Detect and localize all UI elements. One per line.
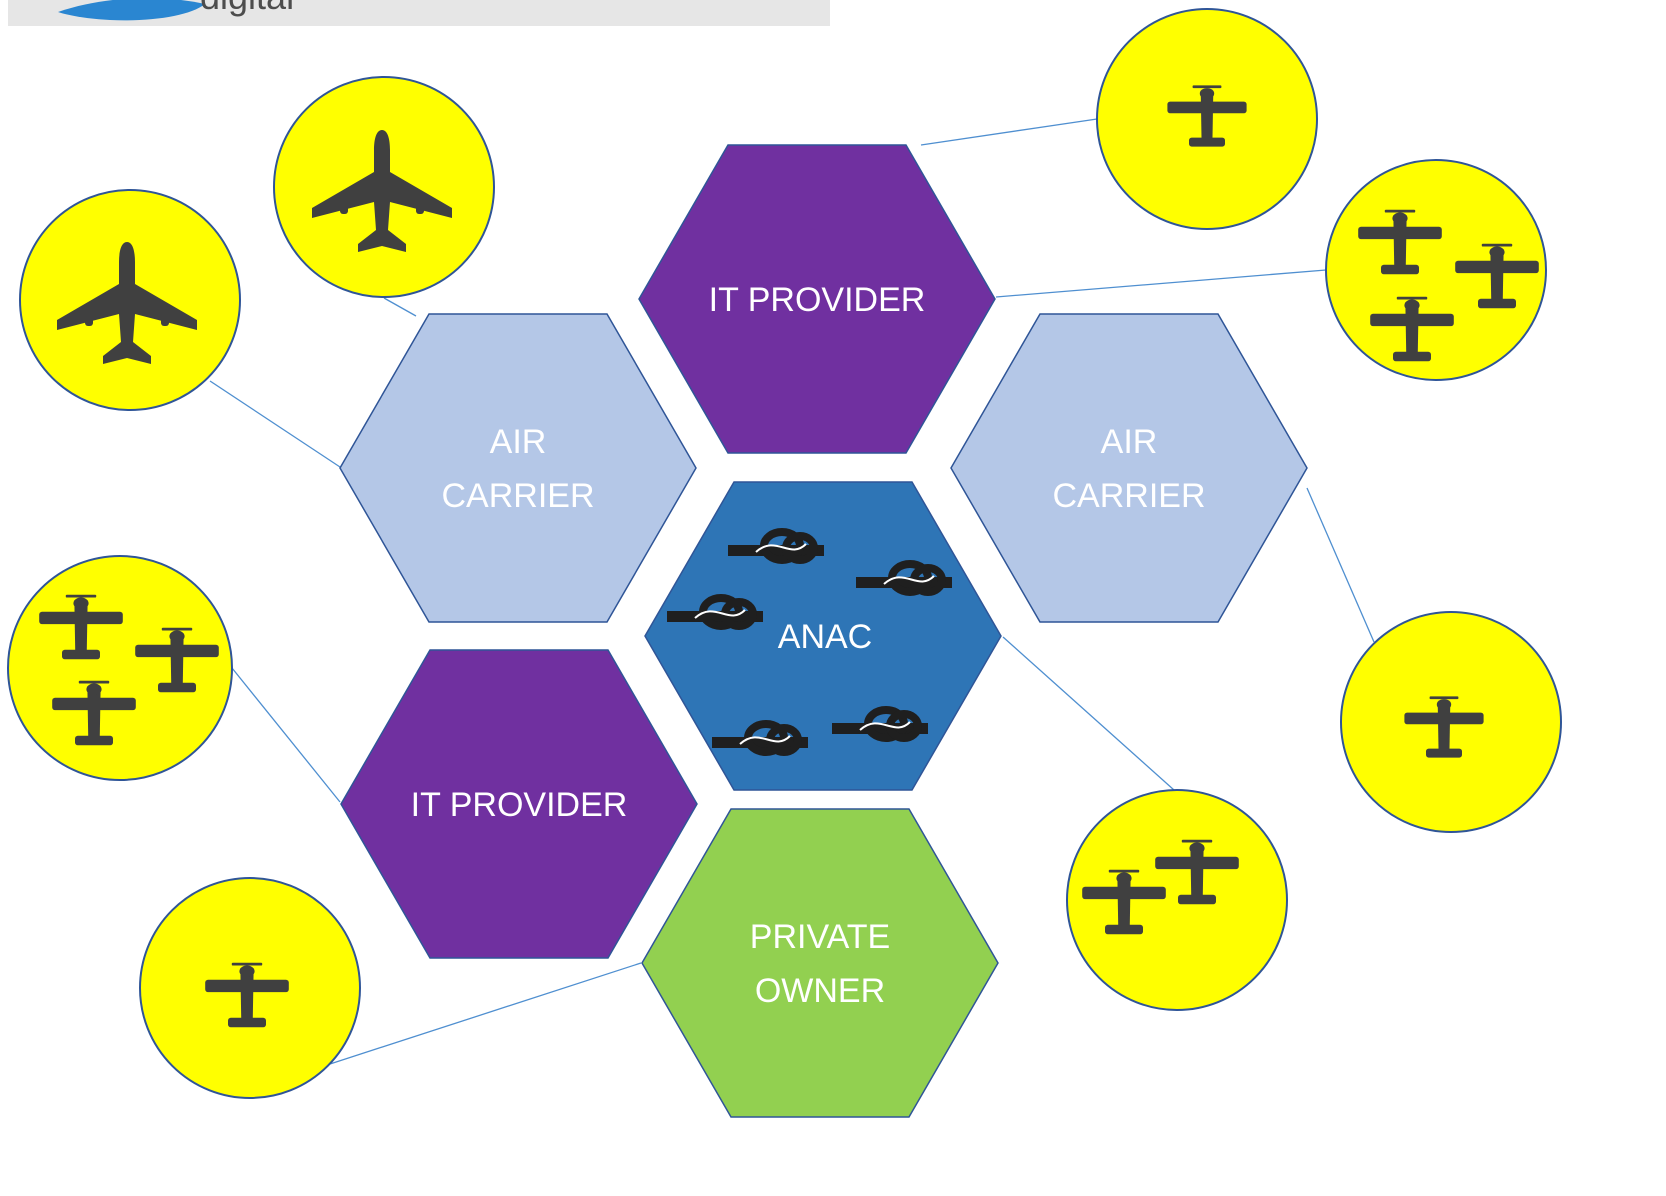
hexagon-label: CARRIER — [1052, 477, 1205, 515]
hexagon-label: AIR — [490, 423, 547, 461]
hexagon-anac: ANAC — [644, 481, 1002, 791]
aircraft-node-prop-top-right — [1096, 8, 1318, 230]
aircraft-node-props-bottom-right-two — [1066, 789, 1288, 1011]
aircraft-nodes — [7, 8, 1562, 1099]
hexagon-shape — [950, 313, 1308, 623]
link-line — [383, 297, 417, 317]
aircraft-node-jet-left — [19, 189, 241, 411]
hexagon-shape — [641, 808, 999, 1118]
hexagon-label: IT PROVIDER — [709, 281, 926, 319]
aircraft-node-props-right-three — [1325, 159, 1547, 381]
hexagon-shape — [638, 144, 996, 454]
hexagon-shape — [340, 649, 698, 959]
link-line — [920, 118, 1098, 146]
link-line — [995, 269, 1327, 298]
hexagon-cluster: IT PROVIDER AIR CARRIER AIR CARRIER ANAC IT PR… — [339, 144, 1308, 1118]
hexagon-it-provider-bottom: IT PROVIDER — [340, 649, 698, 959]
hexagon-shape — [339, 313, 697, 623]
hexagon-label: PRIVATE — [750, 918, 890, 956]
link-line — [209, 380, 341, 468]
hexagon-air-carrier-right: AIR CARRIER — [950, 313, 1308, 623]
hexagon-air-carrier-left: AIR CARRIER — [339, 313, 697, 623]
link-line — [231, 667, 341, 803]
banner-text: digital — [200, 0, 294, 17]
header-banner: digital — [8, 0, 830, 26]
aircraft-node-prop-right-lower — [1340, 611, 1562, 833]
aircraft-circle — [7, 555, 233, 781]
aircraft-node-props-left-three — [7, 555, 233, 781]
hexagon-label: IT PROVIDER — [411, 786, 628, 824]
aircraft-circle — [1066, 789, 1288, 1011]
link-lines — [209, 118, 1375, 1065]
aircraft-node-prop-bottom-left — [139, 877, 361, 1099]
airplane-logo-icon — [58, 0, 205, 21]
aircraft-node-jet-top-left — [273, 76, 495, 298]
link-line — [1306, 487, 1375, 643]
link-line — [1002, 636, 1175, 791]
hexagon-label: ANAC — [778, 618, 872, 656]
hexagon-label: OWNER — [755, 972, 885, 1010]
hexagon-label: AIR — [1101, 423, 1158, 461]
hexagon-label: CARRIER — [441, 477, 594, 515]
link-line — [329, 962, 642, 1065]
hexagon-it-provider-top: IT PROVIDER — [638, 144, 996, 454]
hexagon-private-owner: PRIVATE OWNER — [641, 808, 999, 1118]
